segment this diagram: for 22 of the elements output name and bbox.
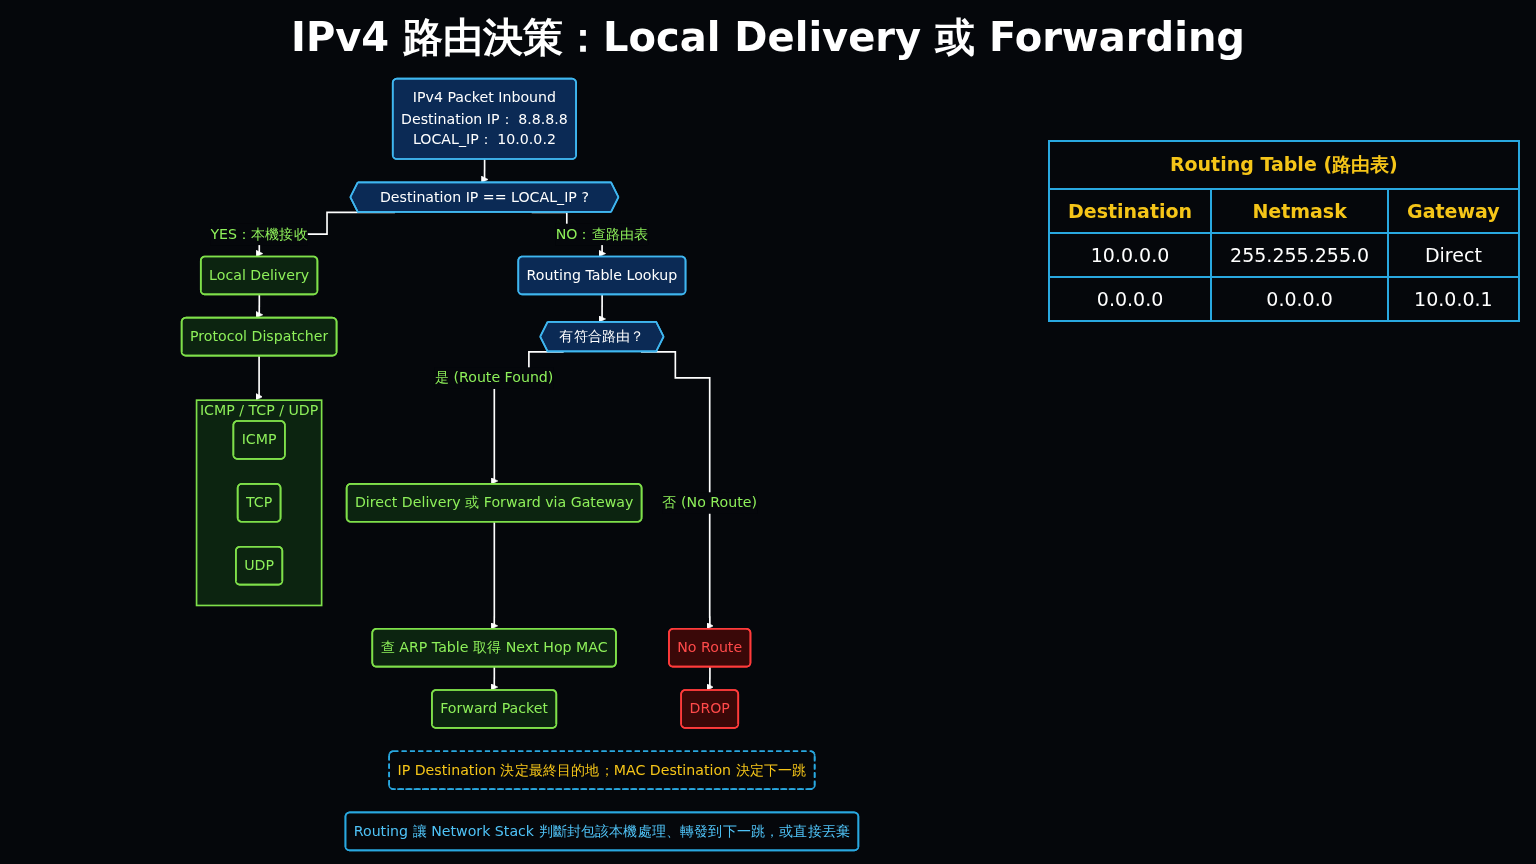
arrow	[255, 354, 263, 401]
diagram-title: IPv4 路由決策：Local Delivery 或 Forwarding	[290, 13, 1246, 62]
arrow	[481, 158, 489, 184]
arrow	[490, 666, 499, 691]
table-cell: 0.0.0.0	[1049, 277, 1212, 321]
arrow	[598, 293, 606, 323]
arrow	[255, 293, 264, 319]
arrow	[706, 666, 714, 691]
arrow	[490, 521, 499, 630]
table-cell: 255.255.255.0	[1211, 233, 1389, 277]
table-cell: 10.0.0.1	[1388, 277, 1519, 321]
edge-label: NO：查路由表	[555, 225, 649, 242]
edge-label: 否 (No Route)	[662, 493, 757, 511]
edge-label: 是 (Route Found)	[434, 368, 554, 386]
table-title: Routing Table (路由表)	[1049, 141, 1519, 189]
table-cell: Direct	[1388, 233, 1519, 277]
edge-label: YES：本機接收	[210, 225, 308, 242]
column-header: Destination	[1049, 189, 1212, 233]
column-header: Netmask	[1211, 189, 1389, 233]
table-cell: 0.0.0.0	[1211, 277, 1389, 321]
column-header: Gateway	[1388, 189, 1519, 233]
table-cell: 10.0.0.0	[1049, 233, 1212, 277]
